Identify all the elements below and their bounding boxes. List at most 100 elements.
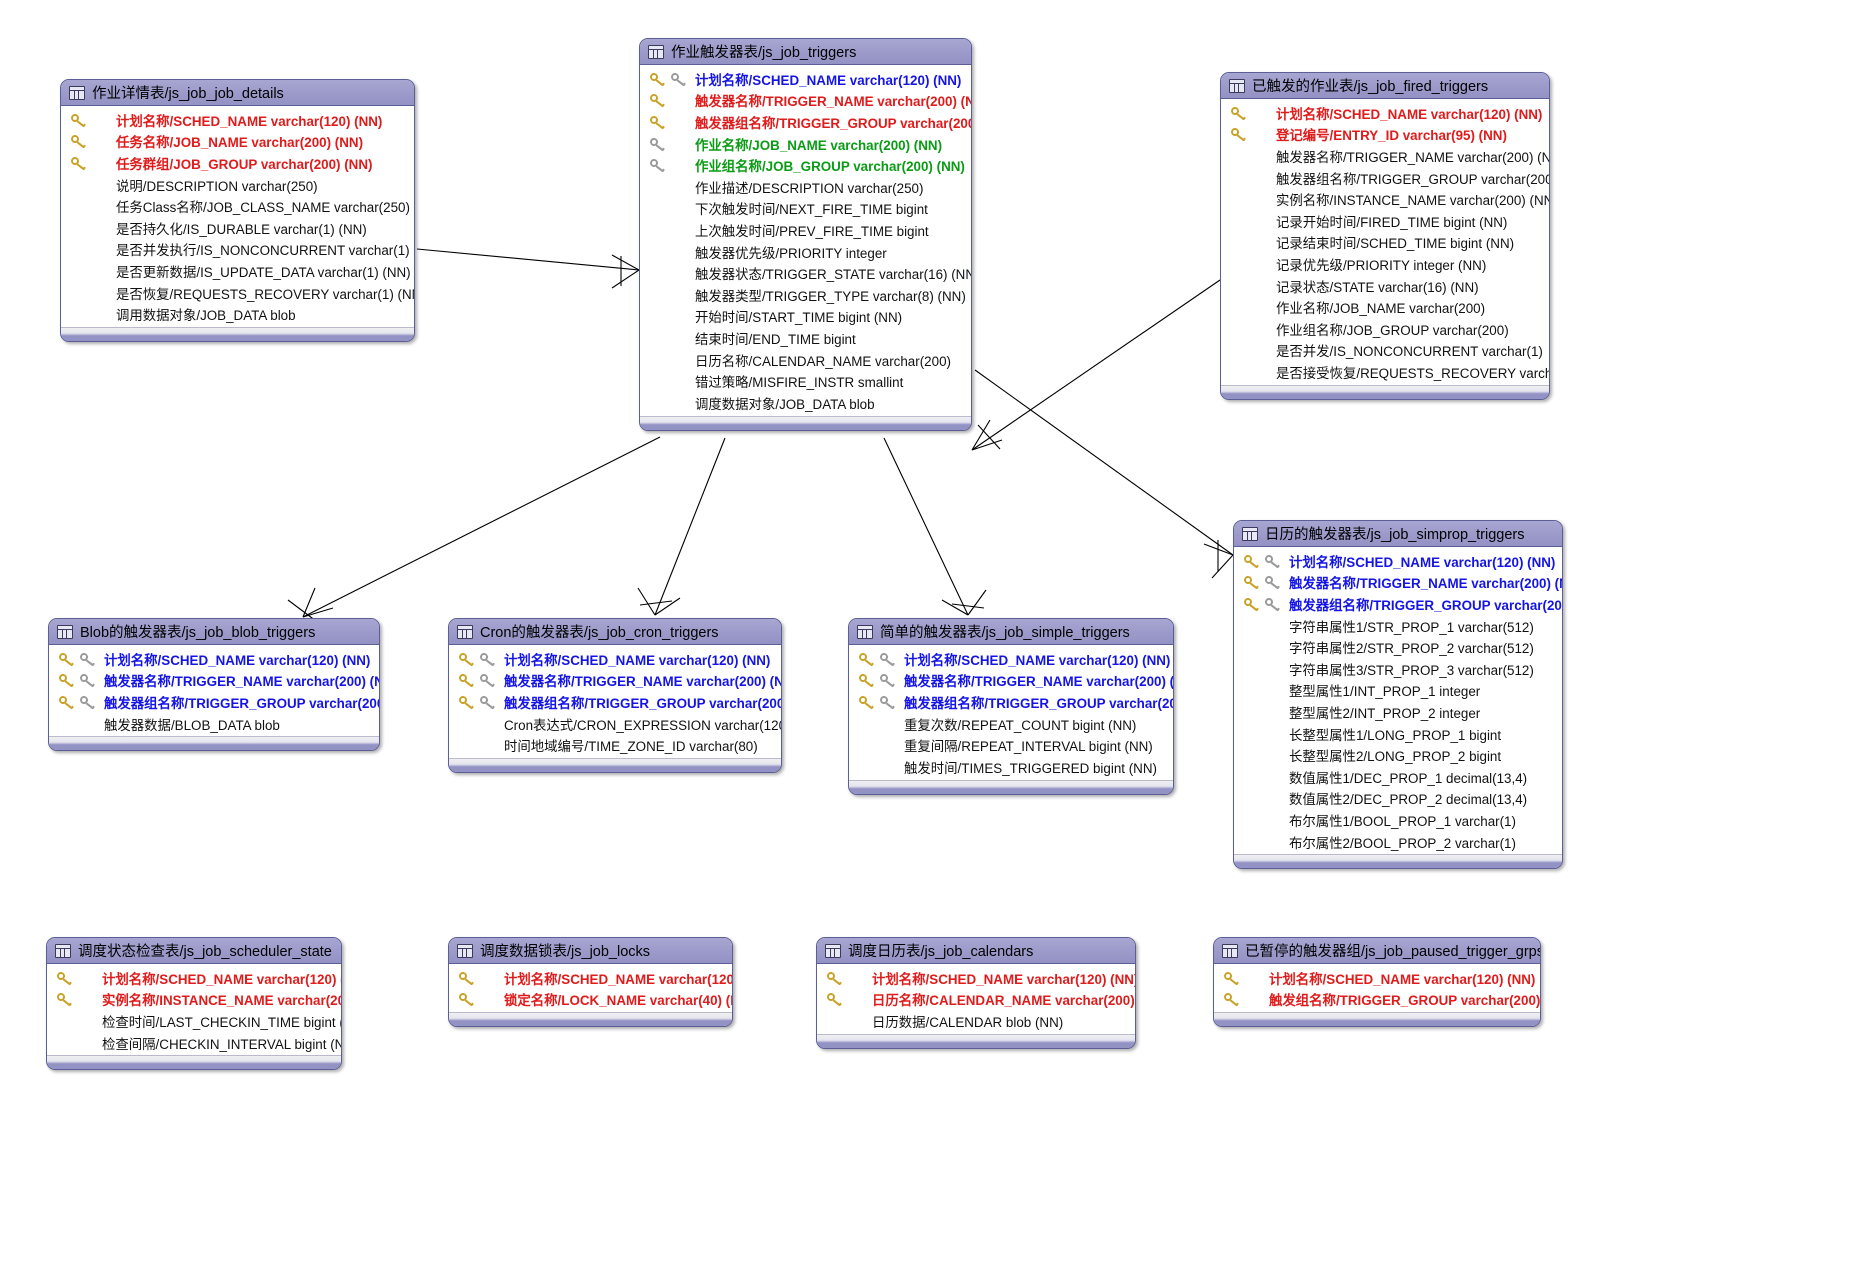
- attribute-row[interactable]: 日历名称/CALENDAR_NAME varchar(200): [640, 349, 971, 371]
- attribute-row[interactable]: 触发器名称/TRIGGER_NAME varchar(200) (NN): [1234, 572, 1562, 594]
- attribute-row[interactable]: 触发器名称/TRIGGER_NAME varchar(200) (NN): [449, 670, 781, 692]
- attribute-row[interactable]: 开始时间/START_TIME bigint (NN): [640, 306, 971, 328]
- attribute-row[interactable]: 触发器组名称/TRIGGER_GROUP varchar(200) (NN): [849, 691, 1173, 713]
- attribute-row[interactable]: 触发器组名称/TRIGGER_GROUP varchar(200) (NN): [49, 691, 379, 713]
- attribute-row[interactable]: 计划名称/SCHED_NAME varchar(120) (NN): [449, 967, 732, 989]
- attribute-row[interactable]: 上次触发时间/PREV_FIRE_TIME bigint: [640, 219, 971, 241]
- entity-simprop_triggers[interactable]: 日历的触发器表/js_job_simprop_triggers 计划名称/SCHE…: [1233, 520, 1563, 870]
- entity-title-cron_triggers[interactable]: Cron的触发器表/js_job_cron_triggers: [449, 619, 781, 645]
- attribute-row[interactable]: 计划名称/SCHED_NAME varchar(120) (NN): [449, 648, 781, 670]
- attribute-row[interactable]: 触发器名称/TRIGGER_NAME varchar(200) (NN): [640, 90, 971, 112]
- attribute-row[interactable]: 作业组名称/JOB_GROUP varchar(200) (NN): [640, 154, 971, 176]
- attribute-row[interactable]: 日历名称/CALENDAR_NAME varchar(200) (NN): [817, 989, 1135, 1011]
- attribute-row[interactable]: 任务群组/JOB_GROUP varchar(200) (NN): [61, 152, 414, 174]
- attribute-row[interactable]: 长整型属性1/LONG_PROP_1 bigint: [1234, 723, 1562, 745]
- entity-title-blob_triggers[interactable]: Blob的触发器表/js_job_blob_triggers: [49, 619, 379, 645]
- attribute-row[interactable]: 是否接受恢复/REQUESTS_RECOVERY varchar(1): [1221, 361, 1549, 383]
- attribute-row[interactable]: 是否更新数据/IS_UPDATE_DATA varchar(1) (NN): [61, 260, 414, 282]
- attribute-row[interactable]: 整型属性2/INT_PROP_2 integer: [1234, 701, 1562, 723]
- attribute-row[interactable]: 实例名称/INSTANCE_NAME varchar(200) (NN): [1221, 188, 1549, 210]
- attribute-row[interactable]: 记录开始时间/FIRED_TIME bigint (NN): [1221, 210, 1549, 232]
- entity-job_triggers[interactable]: 作业触发器表/js_job_triggers 计划名称/SCHED_NAME va…: [639, 38, 972, 431]
- attribute-row[interactable]: 说明/DESCRIPTION varchar(250): [61, 174, 414, 196]
- attribute-row[interactable]: 记录状态/STATE varchar(16) (NN): [1221, 275, 1549, 297]
- attribute-row[interactable]: 实例名称/INSTANCE_NAME varchar(200) (NN): [47, 989, 341, 1011]
- attribute-row[interactable]: 计划名称/SCHED_NAME varchar(120) (NN): [61, 109, 414, 131]
- entity-paused_trigger_grps[interactable]: 已暂停的触发器组/js_job_paused_trigger_grps 计划名称/…: [1213, 937, 1541, 1028]
- attribute-row[interactable]: 是否恢复/REQUESTS_RECOVERY varchar(1) (NN): [61, 282, 414, 304]
- attribute-row[interactable]: 触发器组名称/TRIGGER_GROUP varchar(200) (NN): [640, 111, 971, 133]
- attribute-row[interactable]: 任务名称/JOB_NAME varchar(200) (NN): [61, 131, 414, 153]
- attribute-row[interactable]: 长整型属性2/LONG_PROP_2 bigint: [1234, 744, 1562, 766]
- entity-calendars[interactable]: 调度日历表/js_job_calendars 计划名称/SCHED_NAME va…: [816, 937, 1136, 1049]
- attribute-row[interactable]: 重复间隔/REPEAT_INTERVAL bigint (NN): [849, 734, 1173, 756]
- attribute-row[interactable]: 重复次数/REPEAT_COUNT bigint (NN): [849, 713, 1173, 735]
- attribute-row[interactable]: 任务Class名称/JOB_CLASS_NAME varchar(250) (N…: [61, 195, 414, 217]
- entity-title-scheduler_state[interactable]: 调度状态检查表/js_job_scheduler_state: [47, 938, 341, 964]
- attribute-row[interactable]: 计划名称/SCHED_NAME varchar(120) (NN): [1221, 102, 1549, 124]
- attribute-row[interactable]: 是否并发/IS_NONCONCURRENT varchar(1): [1221, 340, 1549, 362]
- attribute-row[interactable]: 布尔属性1/BOOL_PROP_1 varchar(1): [1234, 809, 1562, 831]
- attribute-row[interactable]: 计划名称/SCHED_NAME varchar(120) (NN): [47, 967, 341, 989]
- entity-locks[interactable]: 调度数据锁表/js_job_locks 计划名称/SCHED_NAME varch…: [448, 937, 733, 1028]
- attribute-row[interactable]: 计划名称/SCHED_NAME varchar(120) (NN): [817, 967, 1135, 989]
- attribute-row[interactable]: 触发器组名称/TRIGGER_GROUP varchar(200) (NN): [1221, 167, 1549, 189]
- attribute-row[interactable]: 触发器名称/TRIGGER_NAME varchar(200) (NN): [849, 670, 1173, 692]
- attribute-row[interactable]: 布尔属性2/BOOL_PROP_2 varchar(1): [1234, 831, 1562, 853]
- attribute-row[interactable]: 字符串属性1/STR_PROP_1 varchar(512): [1234, 615, 1562, 637]
- attribute-row[interactable]: 时间地域编号/TIME_ZONE_ID varchar(80): [449, 734, 781, 756]
- entity-title-job_details[interactable]: 作业详情表/js_job_job_details: [61, 80, 414, 106]
- attribute-row[interactable]: 数值属性1/DEC_PROP_1 decimal(13,4): [1234, 766, 1562, 788]
- entity-blob_triggers[interactable]: Blob的触发器表/js_job_blob_triggers 计划名称/SCHED…: [48, 618, 380, 752]
- attribute-row[interactable]: 计划名称/SCHED_NAME varchar(120) (NN): [849, 648, 1173, 670]
- attribute-row[interactable]: 触发器优先级/PRIORITY integer: [640, 241, 971, 263]
- attribute-row[interactable]: 计划名称/SCHED_NAME varchar(120) (NN): [1214, 967, 1540, 989]
- attribute-row[interactable]: 触发时间/TIMES_TRIGGERED bigint (NN): [849, 756, 1173, 778]
- attribute-row[interactable]: 触发组名称/TRIGGER_GROUP varchar(200) (NN): [1214, 989, 1540, 1011]
- attribute-row[interactable]: 触发器名称/TRIGGER_NAME varchar(200) (NN): [49, 670, 379, 692]
- entity-title-simprop_triggers[interactable]: 日历的触发器表/js_job_simprop_triggers: [1234, 521, 1562, 547]
- attribute-row[interactable]: 作业名称/JOB_NAME varchar(200) (NN): [640, 133, 971, 155]
- attribute-row[interactable]: 触发器组名称/TRIGGER_GROUP varchar(200) (NN): [1234, 593, 1562, 615]
- attribute-row[interactable]: 登记编号/ENTRY_ID varchar(95) (NN): [1221, 124, 1549, 146]
- entity-title-fired_triggers[interactable]: 已触发的作业表/js_job_fired_triggers: [1221, 73, 1549, 99]
- attribute-row[interactable]: 记录优先级/PRIORITY integer (NN): [1221, 253, 1549, 275]
- attribute-row[interactable]: 字符串属性2/STR_PROP_2 varchar(512): [1234, 636, 1562, 658]
- attribute-row[interactable]: 结束时间/END_TIME bigint: [640, 327, 971, 349]
- attribute-row[interactable]: 检查时间/LAST_CHECKIN_TIME bigint (NN): [47, 1010, 341, 1032]
- attribute-row[interactable]: 作业组名称/JOB_GROUP varchar(200): [1221, 318, 1549, 340]
- attribute-row[interactable]: 计划名称/SCHED_NAME varchar(120) (NN): [1234, 550, 1562, 572]
- attribute-row[interactable]: 日历数据/CALENDAR blob (NN): [817, 1010, 1135, 1032]
- attribute-row[interactable]: 是否并发执行/IS_NONCONCURRENT varchar(1) (NN): [61, 239, 414, 261]
- entity-title-paused_trigger_grps[interactable]: 已暂停的触发器组/js_job_paused_trigger_grps: [1214, 938, 1540, 964]
- attribute-row[interactable]: 是否持久化/IS_DURABLE varchar(1) (NN): [61, 217, 414, 239]
- attribute-row[interactable]: 字符串属性3/STR_PROP_3 varchar(512): [1234, 658, 1562, 680]
- entity-title-simple_triggers[interactable]: 简单的触发器表/js_job_simple_triggers: [849, 619, 1173, 645]
- entity-title-job_triggers[interactable]: 作业触发器表/js_job_triggers: [640, 39, 971, 65]
- attribute-row[interactable]: 数值属性2/DEC_PROP_2 decimal(13,4): [1234, 788, 1562, 810]
- entity-scheduler_state[interactable]: 调度状态检查表/js_job_scheduler_state 计划名称/SCHED…: [46, 937, 342, 1071]
- entity-title-locks[interactable]: 调度数据锁表/js_job_locks: [449, 938, 732, 964]
- attribute-row[interactable]: 触发器类型/TRIGGER_TYPE varchar(8) (NN): [640, 284, 971, 306]
- entity-title-calendars[interactable]: 调度日历表/js_job_calendars: [817, 938, 1135, 964]
- attribute-row[interactable]: 检查间隔/CHECKIN_INTERVAL bigint (NN): [47, 1032, 341, 1054]
- attribute-row[interactable]: 计划名称/SCHED_NAME varchar(120) (NN): [49, 648, 379, 670]
- attribute-row[interactable]: 整型属性1/INT_PROP_1 integer: [1234, 680, 1562, 702]
- attribute-row[interactable]: 下次触发时间/NEXT_FIRE_TIME bigint: [640, 198, 971, 220]
- attribute-row[interactable]: 调用数据对象/JOB_DATA blob: [61, 303, 414, 325]
- attribute-row[interactable]: 触发器数据/BLOB_DATA blob: [49, 713, 379, 735]
- attribute-row[interactable]: 触发器组名称/TRIGGER_GROUP varchar(200) (NN): [449, 691, 781, 713]
- attribute-row[interactable]: 触发器状态/TRIGGER_STATE varchar(16) (NN): [640, 262, 971, 284]
- attribute-row[interactable]: 记录结束时间/SCHED_TIME bigint (NN): [1221, 232, 1549, 254]
- attribute-row[interactable]: 作业描述/DESCRIPTION varchar(250): [640, 176, 971, 198]
- entity-job_details[interactable]: 作业详情表/js_job_job_details 计划名称/SCHED_NAME …: [60, 79, 415, 342]
- attribute-row[interactable]: 调度数据对象/JOB_DATA blob: [640, 392, 971, 414]
- entity-fired_triggers[interactable]: 已触发的作业表/js_job_fired_triggers 计划名称/SCHED_…: [1220, 72, 1550, 400]
- attribute-row[interactable]: 计划名称/SCHED_NAME varchar(120) (NN): [640, 68, 971, 90]
- attribute-row[interactable]: 锁定名称/LOCK_NAME varchar(40) (NN): [449, 989, 732, 1011]
- entity-simple_triggers[interactable]: 简单的触发器表/js_job_simple_triggers 计划名称/SCHED…: [848, 618, 1174, 795]
- attribute-row[interactable]: 作业名称/JOB_NAME varchar(200): [1221, 296, 1549, 318]
- attribute-row[interactable]: Cron表达式/CRON_EXPRESSION varchar(120) (NN…: [449, 713, 781, 735]
- entity-cron_triggers[interactable]: Cron的触发器表/js_job_cron_triggers 计划名称/SCHED…: [448, 618, 782, 773]
- attribute-row[interactable]: 触发器名称/TRIGGER_NAME varchar(200) (NN): [1221, 145, 1549, 167]
